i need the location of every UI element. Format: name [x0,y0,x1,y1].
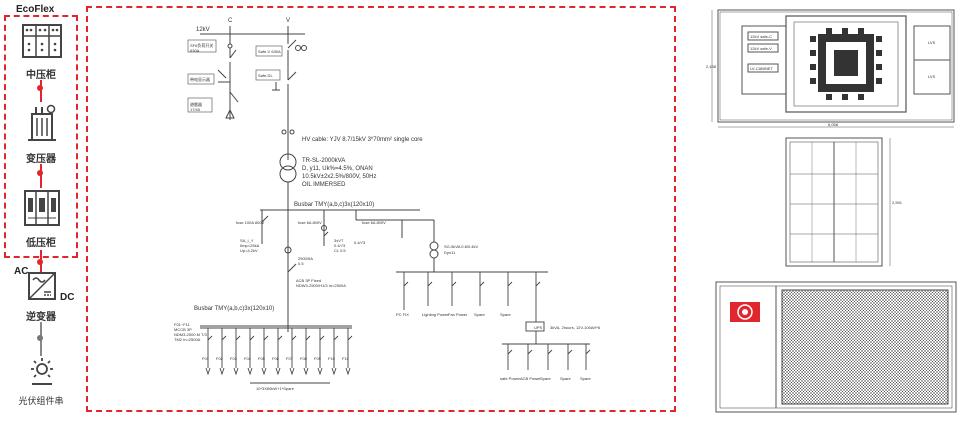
logo-badge-icon [730,302,760,322]
feeder-label: F01 [202,356,210,361]
connector-dot [37,259,43,265]
vt-ratio-label: 0.4/√3 [354,240,366,245]
brand-title: EcoFlex [16,4,55,15]
ventilation-mesh [781,289,949,405]
dc-label: DC [60,292,75,303]
ups-load-label: ACB Power [520,376,541,381]
plan-box-3: LV-CABINET [750,66,774,71]
end-view-dim: 2,591 [892,200,903,205]
plan-box-1: 12kV safe-C [750,34,772,39]
connector-line [40,164,42,188]
inverter-icon [28,272,56,300]
transformer-model: TR-SL-2000kVA [302,158,345,164]
safe-v-label: Safe-V 630A [258,49,281,54]
busbar-top-label: Busbar TMY(a,b,c)3x(120x10) [294,202,374,208]
column-c-label: C [228,18,233,24]
live-indicator-label: 带电显示器 [190,76,210,82]
plan-box-2: 12kV safe-V [750,46,772,51]
ups-load-label: Spare [580,376,591,381]
plan-width-dim: 6,058 [828,122,839,127]
aux-load-label: Lighting Power [422,312,449,317]
feeder-label: F11 [342,356,349,361]
connector-line [40,80,42,102]
aux-load-label: Spare [474,312,485,317]
plan-right-1: LVS [928,40,936,45]
aux-load-label: Fan Power [448,312,468,317]
transformer-label: 变压器 [26,154,56,165]
ups-load-label: Spare [560,376,571,381]
ups-label: UPS [534,325,543,330]
single-line-diagram-frame [86,6,676,412]
connector-dot [37,170,43,176]
aux-transformer-vector: Dyn11 [444,250,456,255]
safe-dl-label: Safe-DL [258,73,273,78]
end-view [785,137,891,267]
mv-cabinet-label: 中压柜 [26,70,56,81]
pv-string-label: 光伏组件串 [18,396,64,406]
feeder-group [205,328,353,376]
inverter-label: 逆变器 [26,312,56,323]
column-v-label: V [286,18,290,24]
top-view [711,9,955,128]
ups-load-label: Spare [540,376,551,381]
ac-label: AC [14,266,29,277]
fuse-1-label: fuse 100A 800V [236,220,265,225]
fuse-3-label: fuse 6A 800V [362,220,386,225]
pv-sun-icon [31,358,53,385]
feeder-label: F06 [272,356,280,361]
transformer-top-view [810,28,882,100]
aux-transformer-label: SG-5kVA 0.8/0.4kV [444,244,478,249]
feeder-label: F03 [230,356,238,361]
feeder-label: F02 [216,356,224,361]
transformer-icon [28,104,56,141]
voltage-label: 12kV [196,27,210,33]
ups-note: 3kVA, 2hours, 12V-100AH*6 [550,325,601,330]
aux-feeder-group [403,272,591,370]
lv-cabinet-label: 低压柜 [26,238,56,249]
feeder-label: F09 [314,356,322,361]
lv-cabinet-icon [24,190,60,226]
hv-cable-label: HV cable: YJV 8.7/15kV 3*70mm² single co… [302,137,423,143]
front-view [715,281,957,413]
fuse-2-label: fuse 6A 800V [298,220,322,225]
container-drawings: 12kV safe-C 12kV safe-V LV-CABINET LVS L… [706,9,957,413]
feeder-label: F10 [328,356,336,361]
feeder-label: F04 [244,356,252,361]
feeder-label: F08 [300,356,308,361]
transformer-type: OIL IMMERSED [302,182,346,188]
feeder-label: F05 [258,356,266,361]
transformer-vector: D, y11, Uk%=4.5%, ONAN [302,166,373,172]
feeder-label: F07 [286,356,294,361]
connector-dot [37,335,43,341]
aux-load-label: PC FIX [396,312,409,317]
busbar-bottom-label: Busbar TMY(a,b,c)3x(120x10) [194,306,274,312]
ups-load-label: safe Power [500,376,521,381]
plan-height-dim: 2,438 [706,64,717,69]
mv-cabinet-icon [22,24,62,58]
aux-load-label: Spare [500,312,511,317]
bottom-note: 10*3X60kW+1*Spare [256,386,295,391]
plan-right-2: LVS [928,74,936,79]
transformer-ratio: 10.5kV±2x2.5%/800V, 50Hz [302,174,376,180]
connector-dot [37,85,43,91]
